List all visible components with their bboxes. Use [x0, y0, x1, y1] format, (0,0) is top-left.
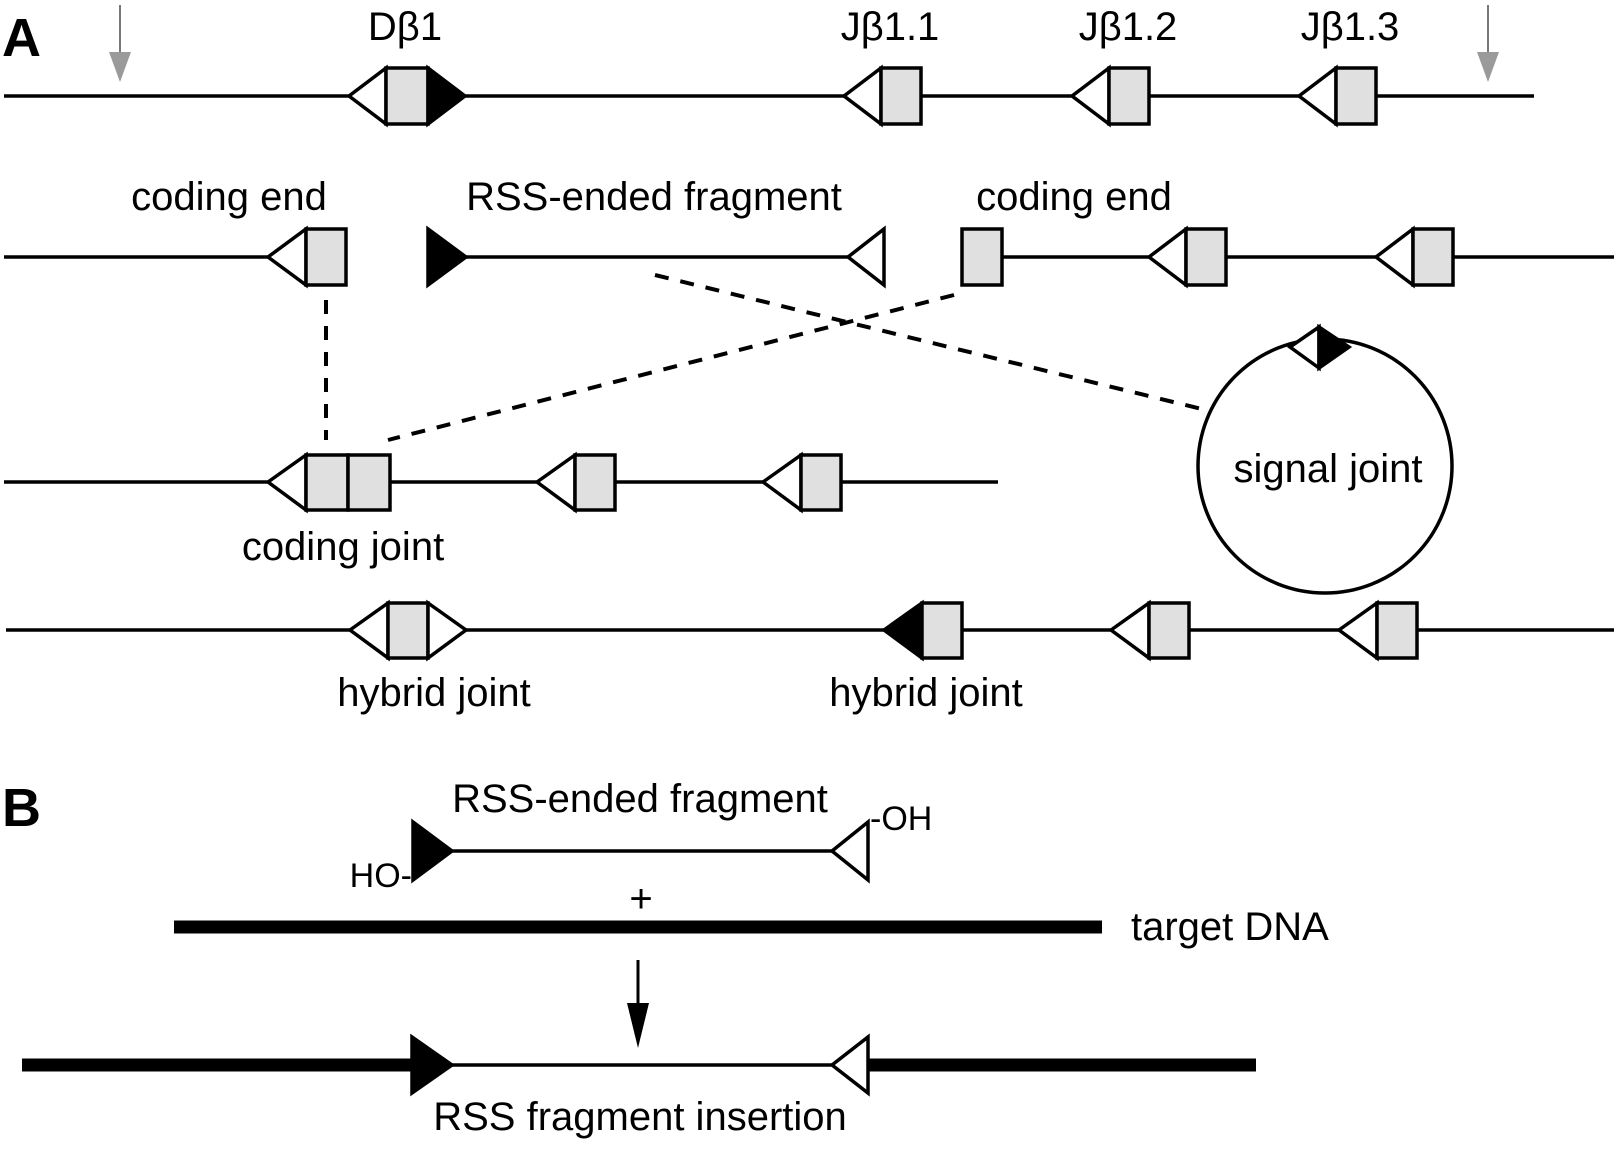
label-rss-fragment-insertion: RSS fragment insertion	[433, 1095, 847, 1139]
rss-open-triangle-icon	[1373, 225, 1415, 289]
cleavage-intermediates: coding end RSS-ended fragment coding end	[4, 175, 1614, 289]
j-segment-box	[920, 601, 964, 660]
gene-segment-box	[1411, 227, 1455, 287]
gene-segment-box	[1334, 66, 1378, 126]
rss-open-triangle-icon	[265, 451, 308, 514]
rss-filled-triangle-icon	[411, 818, 455, 884]
label-j-beta1-3: Jβ1.3	[1301, 5, 1400, 49]
target-dna: target DNA	[174, 905, 1329, 949]
rss-fragment-substrate: RSS-ended fragment HO- -OH +	[350, 777, 933, 921]
label-j-beta1-2: Jβ1.2	[1079, 5, 1178, 49]
connector-right-coding-end	[387, 293, 955, 442]
d-segment-box	[386, 601, 430, 660]
rss-open-triangle-icon	[347, 599, 390, 662]
left-marker-arrow-icon	[109, 5, 131, 82]
j-beta1-1-segment	[841, 64, 923, 128]
rss-open-triangle-icon	[1146, 225, 1188, 289]
joining-connectors	[324, 273, 1219, 442]
signal-joint-circle: signal joint	[1196, 323, 1454, 595]
coding-joint-product: coding joint	[4, 451, 998, 569]
label-j-beta1-1: Jβ1.1	[841, 5, 940, 49]
plus-sign: +	[629, 877, 652, 921]
panel-label-b: B	[2, 778, 41, 838]
gene-segment-box	[1147, 601, 1191, 660]
label-d-beta1: Dβ1	[368, 5, 442, 49]
gene-segment-box	[1107, 66, 1151, 126]
rss-filled-triangle-icon	[426, 225, 469, 289]
rss-open-triangle-icon	[265, 225, 308, 289]
gene-segment-box	[1184, 227, 1228, 287]
reaction-arrow-icon	[627, 960, 649, 1048]
gene-segment-box	[879, 66, 923, 126]
rss-filled-triangle-icon	[881, 599, 924, 662]
rss-filled-triangle-icon	[410, 1033, 456, 1097]
rss-open-triangle-icon	[346, 64, 388, 128]
connector-signal-joint	[654, 273, 1219, 415]
gene-segment-box	[1375, 601, 1419, 660]
coding-end-segment-box	[304, 227, 348, 287]
label-coding-end-left: coding end	[131, 175, 327, 219]
rss-open-triangle-icon	[760, 451, 803, 514]
rss-open-triangle-icon	[841, 64, 883, 128]
j-beta1-2-segment	[1069, 64, 1151, 128]
rss-filled-triangle-icon	[1317, 323, 1353, 372]
rss-open-triangle-icon	[829, 1033, 870, 1097]
gene-segment-box	[799, 453, 843, 512]
label-coding-end-right: coding end	[976, 175, 1172, 219]
d-segment-box	[304, 453, 350, 512]
label-rss-ended-fragment: RSS-ended fragment	[466, 175, 842, 219]
coding-end-segment-box	[960, 227, 1004, 287]
label-coding-joint: coding joint	[242, 525, 444, 569]
label-oh-right: -OH	[870, 800, 932, 838]
rss-open-triangle-icon	[1296, 64, 1338, 128]
label-target-dna: target DNA	[1131, 905, 1329, 949]
hybrid-joint-product: hybrid joint hybrid joint	[6, 599, 1614, 715]
j-segment-box	[346, 453, 392, 512]
panel-label-a: A	[2, 8, 41, 68]
label-ho-left: HO-	[350, 857, 412, 895]
rss-open-triangle-icon	[829, 818, 870, 884]
label-hybrid-joint-2: hybrid joint	[829, 671, 1022, 715]
rss-open-triangle-icon	[1336, 599, 1379, 662]
label-hybrid-joint-1: hybrid joint	[337, 671, 530, 715]
label-signal-joint: signal joint	[1233, 447, 1422, 491]
gene-segment-box	[573, 453, 617, 512]
rss-open-triangle-icon	[426, 599, 469, 662]
j-beta1-3-segment	[1296, 64, 1378, 128]
d-beta1-segment	[346, 64, 468, 128]
rss-open-triangle-icon	[534, 451, 577, 514]
right-marker-arrow-icon	[1477, 5, 1499, 82]
rss-open-triangle-icon	[1108, 599, 1151, 662]
rss-open-triangle-icon	[845, 225, 886, 289]
germline-locus: Dβ1 Jβ1.1 Jβ1.2 Jβ1.3	[4, 5, 1534, 128]
label-rss-fragment-b: RSS-ended fragment	[452, 777, 828, 821]
insertion-product: RSS fragment insertion	[22, 1033, 1256, 1139]
gene-segment-box	[384, 66, 430, 126]
rss-open-triangle-icon	[1069, 64, 1111, 128]
rss-filled-triangle-icon	[426, 64, 468, 128]
